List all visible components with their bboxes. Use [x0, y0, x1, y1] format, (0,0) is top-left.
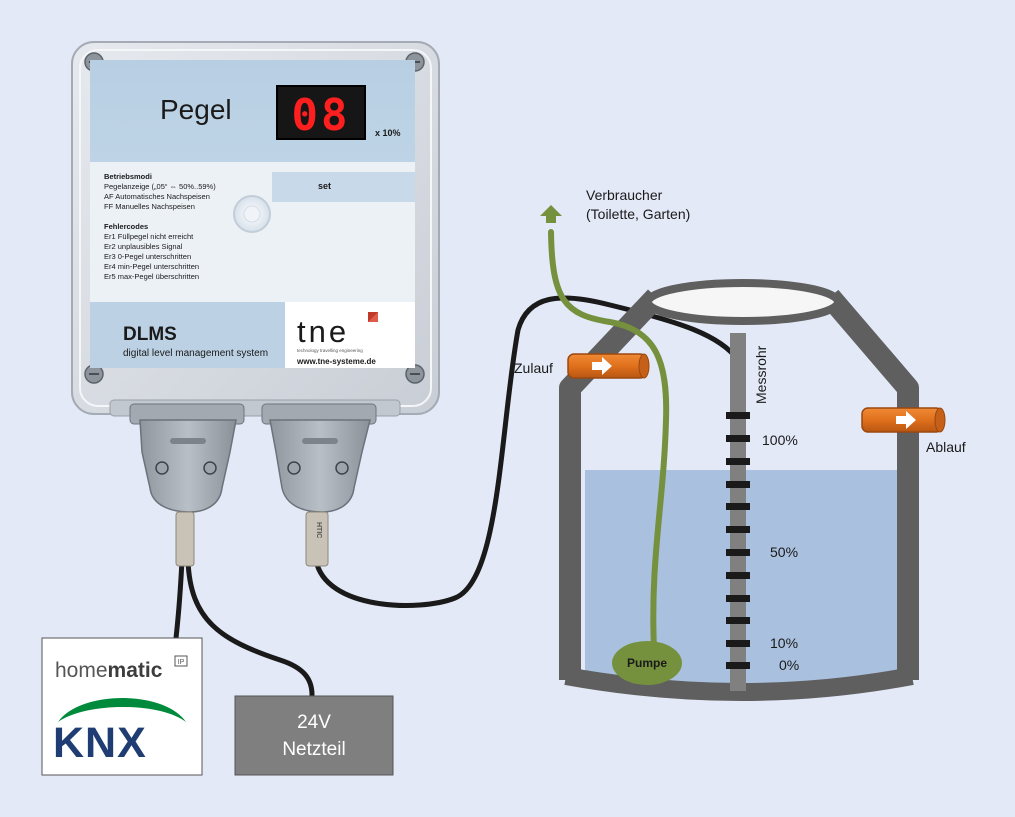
measuring-pipe — [730, 333, 746, 691]
measuring-pipe-label: Messrohr — [753, 345, 769, 404]
cables — [173, 295, 741, 698]
inlet-pipe — [567, 353, 650, 379]
tank-bottom — [564, 667, 914, 701]
error-line: Er3 0-Pegel unterschritten — [104, 252, 191, 261]
error-line: Er4 min-Pegel unterschritten — [104, 262, 199, 271]
outlet-arrow-icon — [896, 411, 916, 429]
inlet-arrow-icon — [592, 357, 612, 375]
bus-interface-logos: homematic IP KNX — [41, 637, 203, 776]
level-scale-ticks — [726, 412, 750, 669]
homematic-ip-badge — [174, 655, 188, 667]
consumer-label: Verbraucher — [586, 187, 663, 203]
knx-swoosh-icon — [58, 698, 186, 722]
connector-marking: HTIC — [315, 522, 322, 538]
power-supply-box — [234, 695, 394, 776]
error-line: Er5 max-Pegel überschritten — [104, 272, 199, 281]
inlet-label: Zulauf — [514, 360, 553, 376]
mode-line: AF Automatisches Nachspeisen — [104, 192, 210, 201]
modes-heading: Betriebsmodi — [104, 172, 152, 181]
mode-line: FF Manuelles Nachspeisen — [104, 202, 195, 211]
power-supply-label: Netzteil — [282, 739, 345, 760]
power-cable — [185, 557, 315, 698]
errors-heading: Fehlercodes — [104, 222, 148, 231]
tne-brand: tne — [297, 314, 349, 349]
level-display-value: 08 — [292, 90, 351, 141]
error-line: Er2 unplausibles Signal — [104, 242, 183, 251]
pump-hose — [548, 229, 670, 651]
outlet-label: Ablauf — [926, 439, 966, 455]
svg-text:IP: IP — [178, 659, 185, 666]
error-line: Er1 Füllpegel nicht erreicht — [104, 232, 194, 241]
knx-logo: KNX — [53, 719, 147, 767]
tne-logo-area — [285, 302, 415, 368]
consumer-arrow-icon — [540, 205, 562, 223]
connector-left — [129, 403, 245, 567]
pump — [612, 641, 682, 685]
homematic-logo: homematic — [55, 659, 163, 682]
cistern-tank: Messrohr 100% 50% 10% 0% Verbraucher (To… — [514, 187, 966, 701]
power-supply: 24V Netzteil — [234, 695, 394, 776]
scale-label-0: 0% — [779, 657, 799, 673]
tne-website: www.tne-systeme.de — [296, 357, 376, 366]
tank-manhole — [644, 279, 842, 325]
scale-label-10: 10% — [770, 635, 798, 651]
sensor-cable — [313, 295, 741, 608]
dlms-device: Pegel 08 x 10% set Betriebsmodi Pegelanz… — [71, 41, 440, 417]
scale-label-100: 100% — [762, 432, 798, 448]
outlet-pipe — [861, 407, 946, 433]
mode-line: Pegelanzeige („05“ ⇔ 50%..59%) — [104, 182, 216, 191]
pump-label: Pumpe — [627, 656, 667, 670]
consumer-sublabel: (Toilette, Garten) — [586, 206, 690, 222]
display-unit: x 10% — [375, 128, 401, 138]
level-display — [276, 85, 366, 140]
scale-label-50: 50% — [770, 544, 798, 560]
tne-tagline: technology travelling engineering — [297, 348, 363, 353]
set-label: set — [318, 181, 331, 191]
product-description: digital level management system — [123, 348, 268, 359]
device-title: Pegel — [160, 94, 232, 125]
product-name: DLMS — [123, 324, 177, 345]
set-key-label-area — [272, 172, 415, 202]
connector-right: HTIC — [261, 403, 377, 567]
power-supply-voltage: 24V — [297, 712, 331, 733]
bus-cable — [173, 557, 185, 641]
